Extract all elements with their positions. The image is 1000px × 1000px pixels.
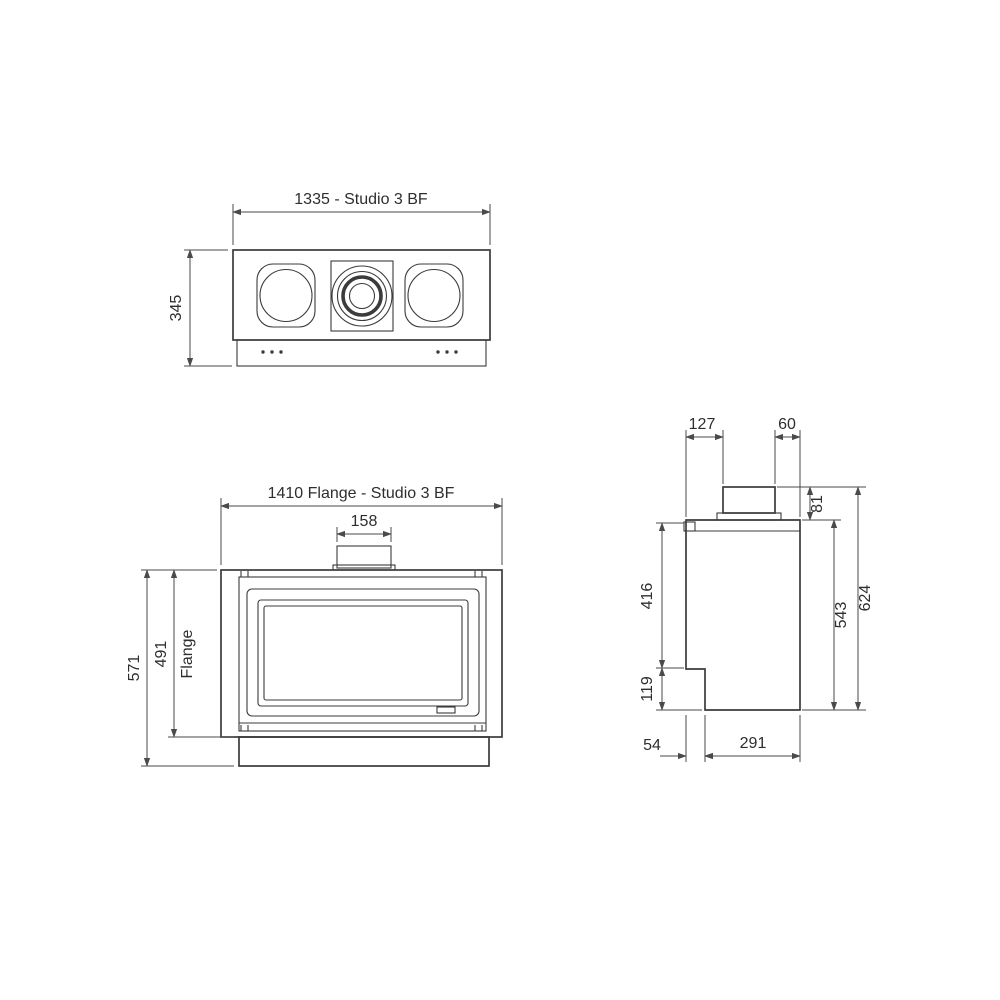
right-air-opening bbox=[404, 263, 464, 328]
flue-inner-ring bbox=[348, 282, 376, 310]
left-air-opening bbox=[256, 263, 316, 328]
flue-mount-plate bbox=[330, 260, 394, 332]
side-body-outline bbox=[685, 519, 801, 711]
fixing-dot bbox=[279, 350, 283, 354]
fixing-dot bbox=[436, 350, 440, 354]
spigot-height-dimension: 81 bbox=[809, 495, 826, 513]
flue-to-front-dimension: 60 bbox=[778, 416, 796, 433]
base-depth-dimension: 291 bbox=[740, 735, 767, 752]
flue-collar-ring bbox=[341, 275, 383, 317]
plinth-outline bbox=[238, 736, 490, 767]
firebox-front-outline bbox=[238, 576, 487, 732]
flue-width-dimension: 158 bbox=[351, 513, 378, 530]
fixing-dot bbox=[261, 350, 265, 354]
side-view: 127 60 81 543 624 bbox=[639, 416, 874, 762]
top-view-depth-dimension: 345 bbox=[168, 295, 185, 322]
flange-label: Flange bbox=[179, 629, 196, 678]
right-air-opening-circle bbox=[407, 268, 461, 323]
front-flange-outline bbox=[220, 569, 503, 738]
fixing-dot bbox=[270, 350, 274, 354]
glass-outer bbox=[257, 599, 469, 707]
recess-depth-dimension: 54 bbox=[643, 737, 661, 754]
top-view: 1335 - Studio 3 BF 345 bbox=[168, 191, 491, 367]
front-overall-height-dimension: 571 bbox=[126, 655, 143, 682]
front-view-width-dimension: 1410 Flange - Studio 3 BF bbox=[268, 485, 455, 502]
left-air-opening-circle bbox=[259, 268, 313, 323]
recess-height-dimension: 119 bbox=[639, 676, 656, 702]
fixing-dot bbox=[454, 350, 458, 354]
door-latch bbox=[436, 706, 456, 714]
door-frame bbox=[246, 588, 480, 717]
front-view: 1410 Flange - Studio 3 BF 158 bbox=[126, 485, 503, 767]
overall-height-dimension: 624 bbox=[857, 585, 874, 612]
side-flue-collar bbox=[716, 512, 782, 521]
body-height-dimension: 543 bbox=[833, 602, 850, 629]
rear-bracket bbox=[683, 521, 696, 532]
flue-outer-ring bbox=[331, 265, 393, 327]
rear-to-flue-dimension: 127 bbox=[689, 416, 716, 433]
upper-body-dimension: 416 bbox=[639, 583, 656, 610]
flue-stub bbox=[336, 545, 392, 569]
flange-height-dimension: 491 bbox=[153, 641, 170, 668]
glass-inner bbox=[263, 605, 463, 701]
top-view-width-dimension: 1335 - Studio 3 BF bbox=[294, 191, 428, 208]
flue-middle-ring bbox=[336, 270, 388, 322]
top-view-base-strip bbox=[236, 339, 487, 367]
side-flue-spigot bbox=[722, 486, 776, 514]
fixing-dot bbox=[445, 350, 449, 354]
